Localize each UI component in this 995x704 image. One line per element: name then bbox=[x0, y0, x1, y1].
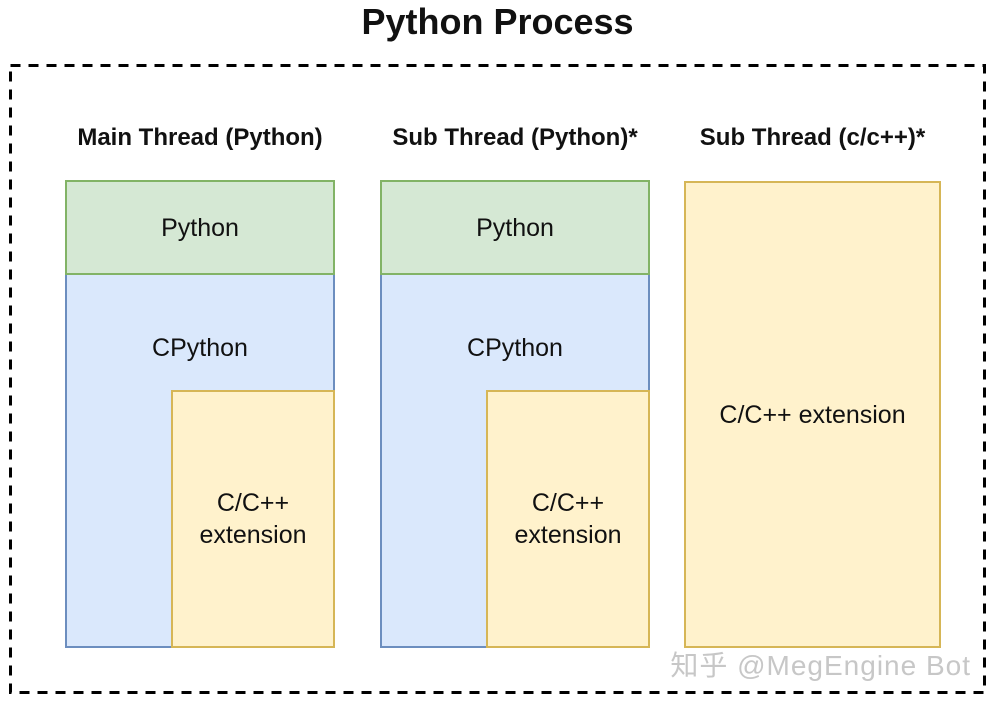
python-box-sub-thread-python: Python bbox=[380, 180, 650, 275]
python-box-main-thread: Python bbox=[65, 180, 335, 275]
python-label-main-thread: Python bbox=[161, 213, 239, 242]
extension-label-sub-thread-c: C/C++ extension bbox=[719, 400, 906, 429]
extension-label-main-thread: C/C++ extension bbox=[199, 489, 307, 549]
watermark: 知乎 @MegEngine Bot bbox=[670, 650, 971, 681]
extension-label-sub-thread-python: C/C++ extension bbox=[514, 489, 622, 549]
extension-box-main-thread: C/C++ extension bbox=[171, 390, 335, 648]
extension-box-sub-thread-python: C/C++ extension bbox=[486, 390, 650, 648]
sub-thread-python-header: Sub Thread (Python)* bbox=[392, 124, 638, 151]
diagram-title: Python Process bbox=[361, 1, 634, 42]
process-frame-border bbox=[9, 64, 986, 694]
cpython-label-main-thread: CPython bbox=[152, 334, 248, 362]
extension-box-sub-thread-c: C/C++ extension bbox=[684, 181, 941, 648]
cpython-label-sub-thread-python: CPython bbox=[467, 334, 563, 362]
sub-thread-c-header: Sub Thread (c/c++)* bbox=[699, 124, 926, 151]
python-label-sub-thread-python: Python bbox=[476, 213, 554, 242]
main-thread-header: Main Thread (Python) bbox=[77, 124, 323, 151]
